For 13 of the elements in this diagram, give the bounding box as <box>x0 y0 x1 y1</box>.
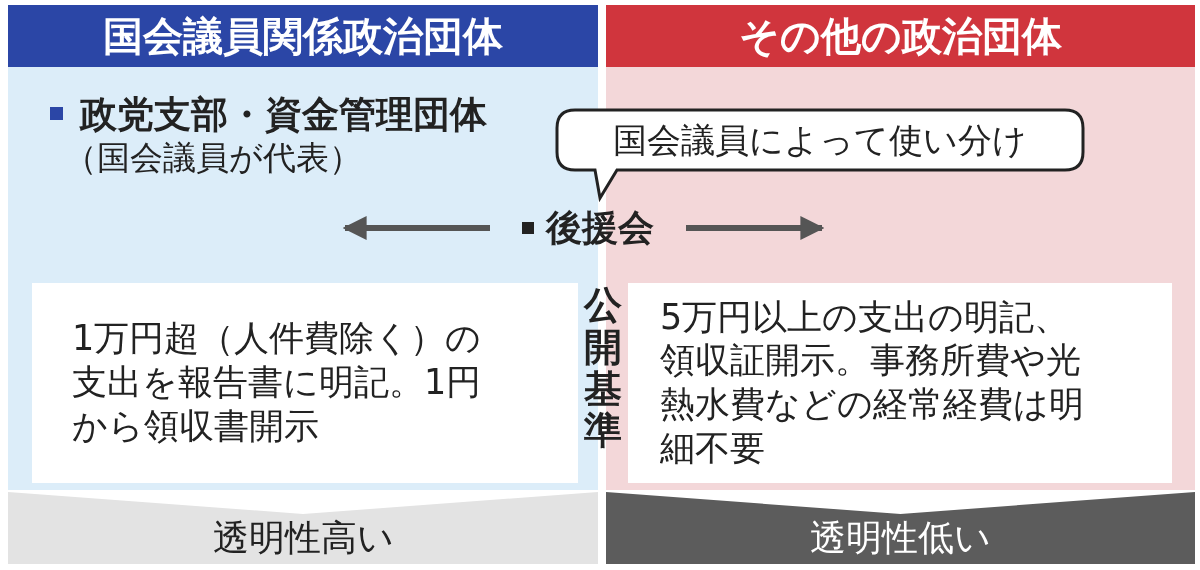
panel-header: 国会議員関係政治団体 <box>8 5 598 67</box>
arrow <box>686 216 825 240</box>
rating-text: 透明性高い <box>212 516 394 560</box>
arrow <box>342 216 490 240</box>
group-note: （国会議員が代表） <box>64 137 363 180</box>
text-box: 1万円超（人件費除く）の支出を報告書に明記。1円から領収書開示 <box>32 283 578 483</box>
group-name: 政党支部・資金管理団体 <box>80 93 488 138</box>
bubble-text: 国会議員によって使い分け <box>613 118 1027 162</box>
text-box: 5万円以上の支出の明記、領収証開示。事務所費や光熱水費などの経常経費は明細不要 <box>628 283 1172 483</box>
rating-text: 透明性低い <box>810 516 991 560</box>
group-name: 後援会 <box>546 206 654 250</box>
vertical-label: 公開基準 <box>584 285 622 453</box>
panel-header: その他の政治団体 <box>606 5 1195 67</box>
